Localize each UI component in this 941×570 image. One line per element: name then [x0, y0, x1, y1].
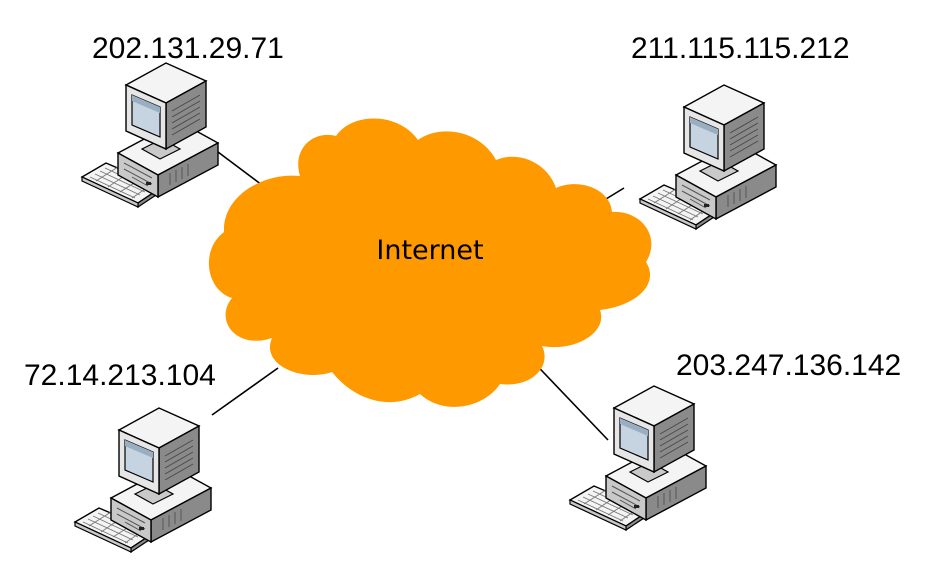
- link-top-left: [217, 151, 267, 189]
- host-top-right: 211.115.115.212: [631, 32, 850, 230]
- ip-address-label: 202.131.29.71: [92, 32, 284, 65]
- desktop-computer-icon: [569, 385, 707, 531]
- host-bottom-left: 72.14.213.104: [24, 359, 216, 553]
- ip-address-label: 211.115.115.212: [631, 32, 850, 65]
- ip-address-label: 72.14.213.104: [24, 359, 216, 392]
- ip-address-label: 203.247.136.142: [676, 349, 901, 382]
- desktop-computer-icon: [81, 62, 219, 208]
- host-bottom-right: 203.247.136.142: [569, 349, 901, 531]
- desktop-computer-icon: [639, 84, 777, 230]
- internet-label: Internet: [376, 235, 483, 266]
- desktop-computer-icon: [74, 407, 212, 553]
- host-top-left: 202.131.29.71: [81, 32, 284, 208]
- link-bottom-left: [211, 367, 279, 416]
- cloud-icon: Internet: [208, 118, 652, 407]
